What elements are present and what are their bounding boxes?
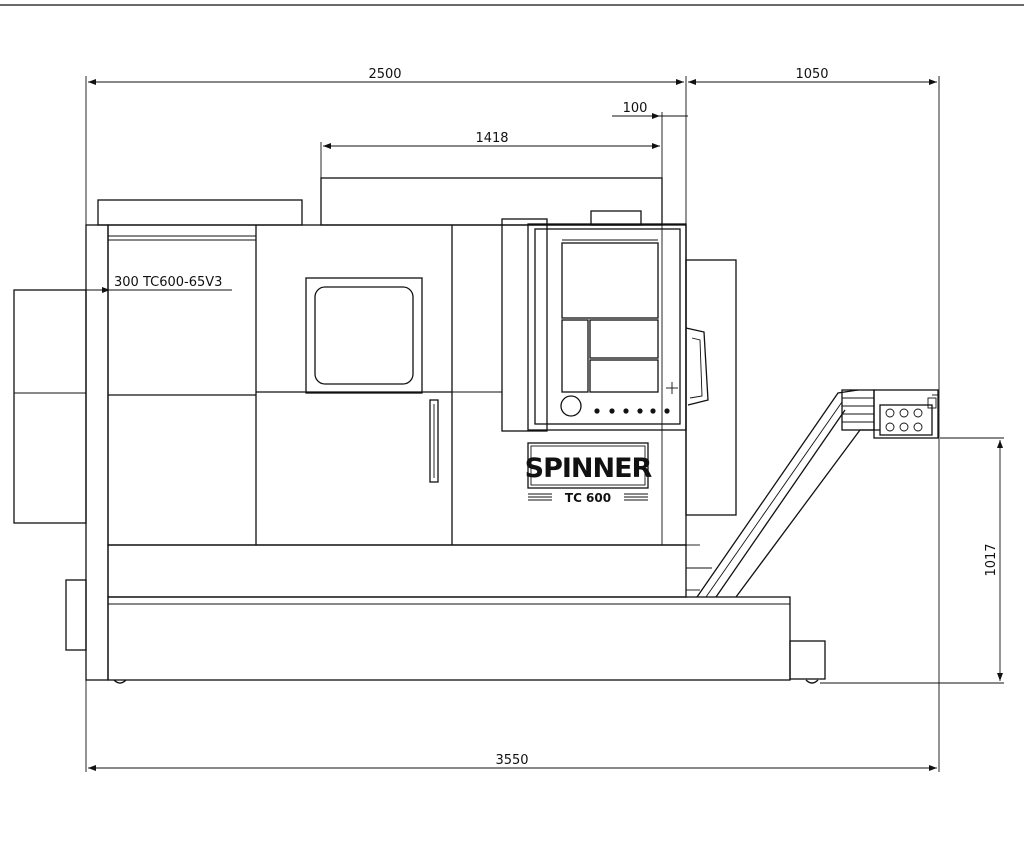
dimension-lines: [14, 76, 1004, 772]
door-handle: [429, 399, 439, 483]
dim-text-1017: 1017: [984, 543, 999, 576]
dim-text-100: 100: [623, 101, 648, 116]
brand-logo: SPINNER TC 600: [525, 442, 654, 505]
bar-loader-label: 300 TC600-65V3: [114, 275, 222, 290]
cnc-screen: [561, 242, 659, 319]
cnc-control-panel-icon: [501, 218, 709, 432]
bar-loader: [13, 289, 87, 651]
machine-body: [85, 177, 826, 684]
control-knob: [560, 395, 582, 417]
dim-text-3550: 3550: [495, 753, 528, 768]
brand-name: SPINNER: [525, 453, 653, 484]
dim-text-1418: 1418: [475, 131, 508, 146]
chip-conveyor-icon: [696, 389, 939, 598]
dim-text-2500: 2500: [368, 67, 401, 82]
model-name: TC 600: [565, 491, 611, 505]
door-window: [305, 277, 423, 394]
dim-text-1050: 1050: [795, 67, 828, 82]
